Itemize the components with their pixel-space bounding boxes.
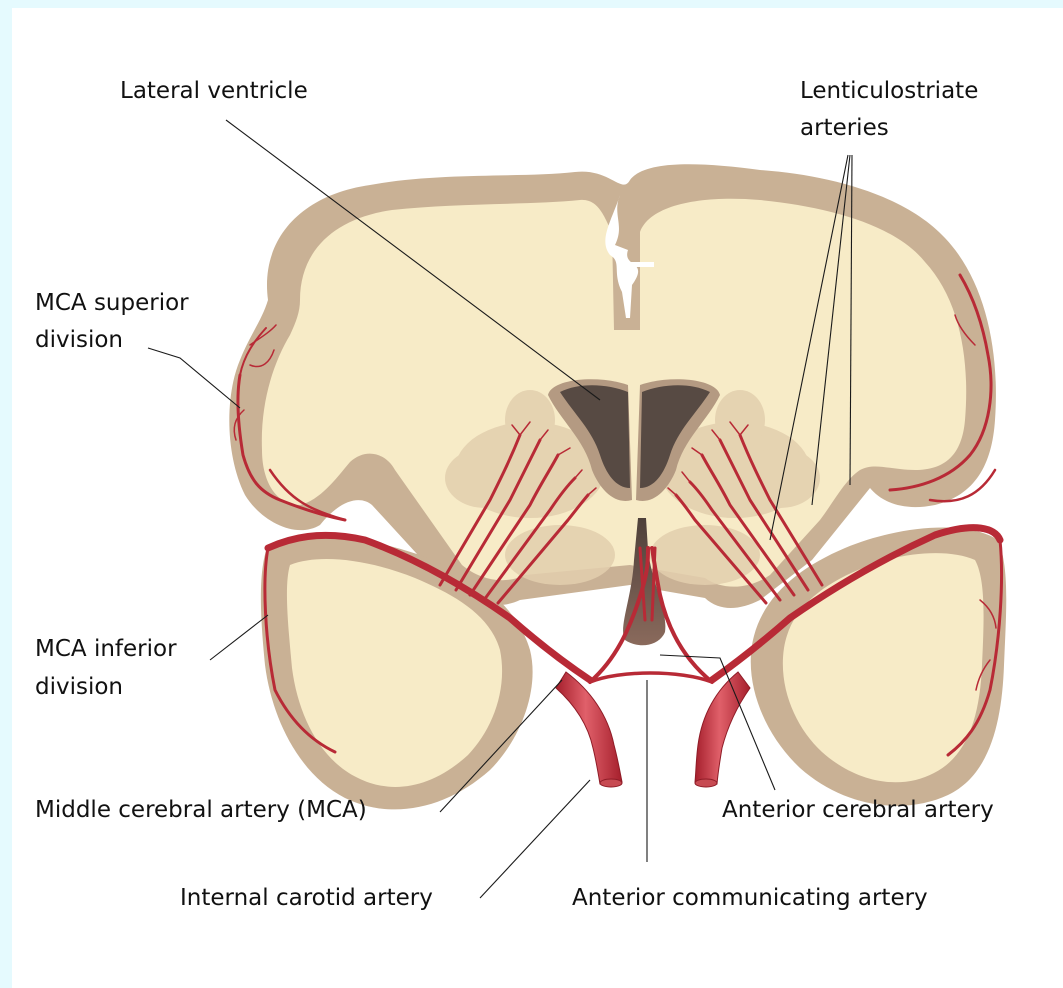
label-mca-superior-line1: MCA superior xyxy=(35,290,189,316)
label-mca-superior-line2: division xyxy=(35,327,123,353)
leader-mca-inferior xyxy=(210,615,268,660)
label-lateral-ventricle: Lateral ventricle xyxy=(120,78,308,104)
label-mca-inferior-line1: MCA inferior xyxy=(35,636,177,662)
label-internal-carotid-artery: Internal carotid artery xyxy=(180,885,433,911)
label-mca-inferior-line2: division xyxy=(35,674,123,700)
right-internal-carotid xyxy=(695,672,750,784)
label-middle-cerebral-artery: Middle cerebral artery (MCA) xyxy=(35,797,367,823)
label-lenticulostriate-line1: Lenticulostriate xyxy=(800,78,978,104)
leader-internal-carotid xyxy=(480,780,590,898)
right-internal-carotid-opening xyxy=(695,779,717,787)
left-internal-carotid xyxy=(556,672,622,784)
fissure-white-bar xyxy=(618,262,654,267)
leader-mca-superior xyxy=(148,348,240,408)
label-anterior-communicating-artery: Anterior communicating artery xyxy=(572,885,928,911)
label-lenticulostriate-line2: arteries xyxy=(800,115,889,141)
label-anterior-cerebral-artery: Anterior cerebral artery xyxy=(722,797,994,823)
left-internal-carotid-opening xyxy=(600,779,622,787)
